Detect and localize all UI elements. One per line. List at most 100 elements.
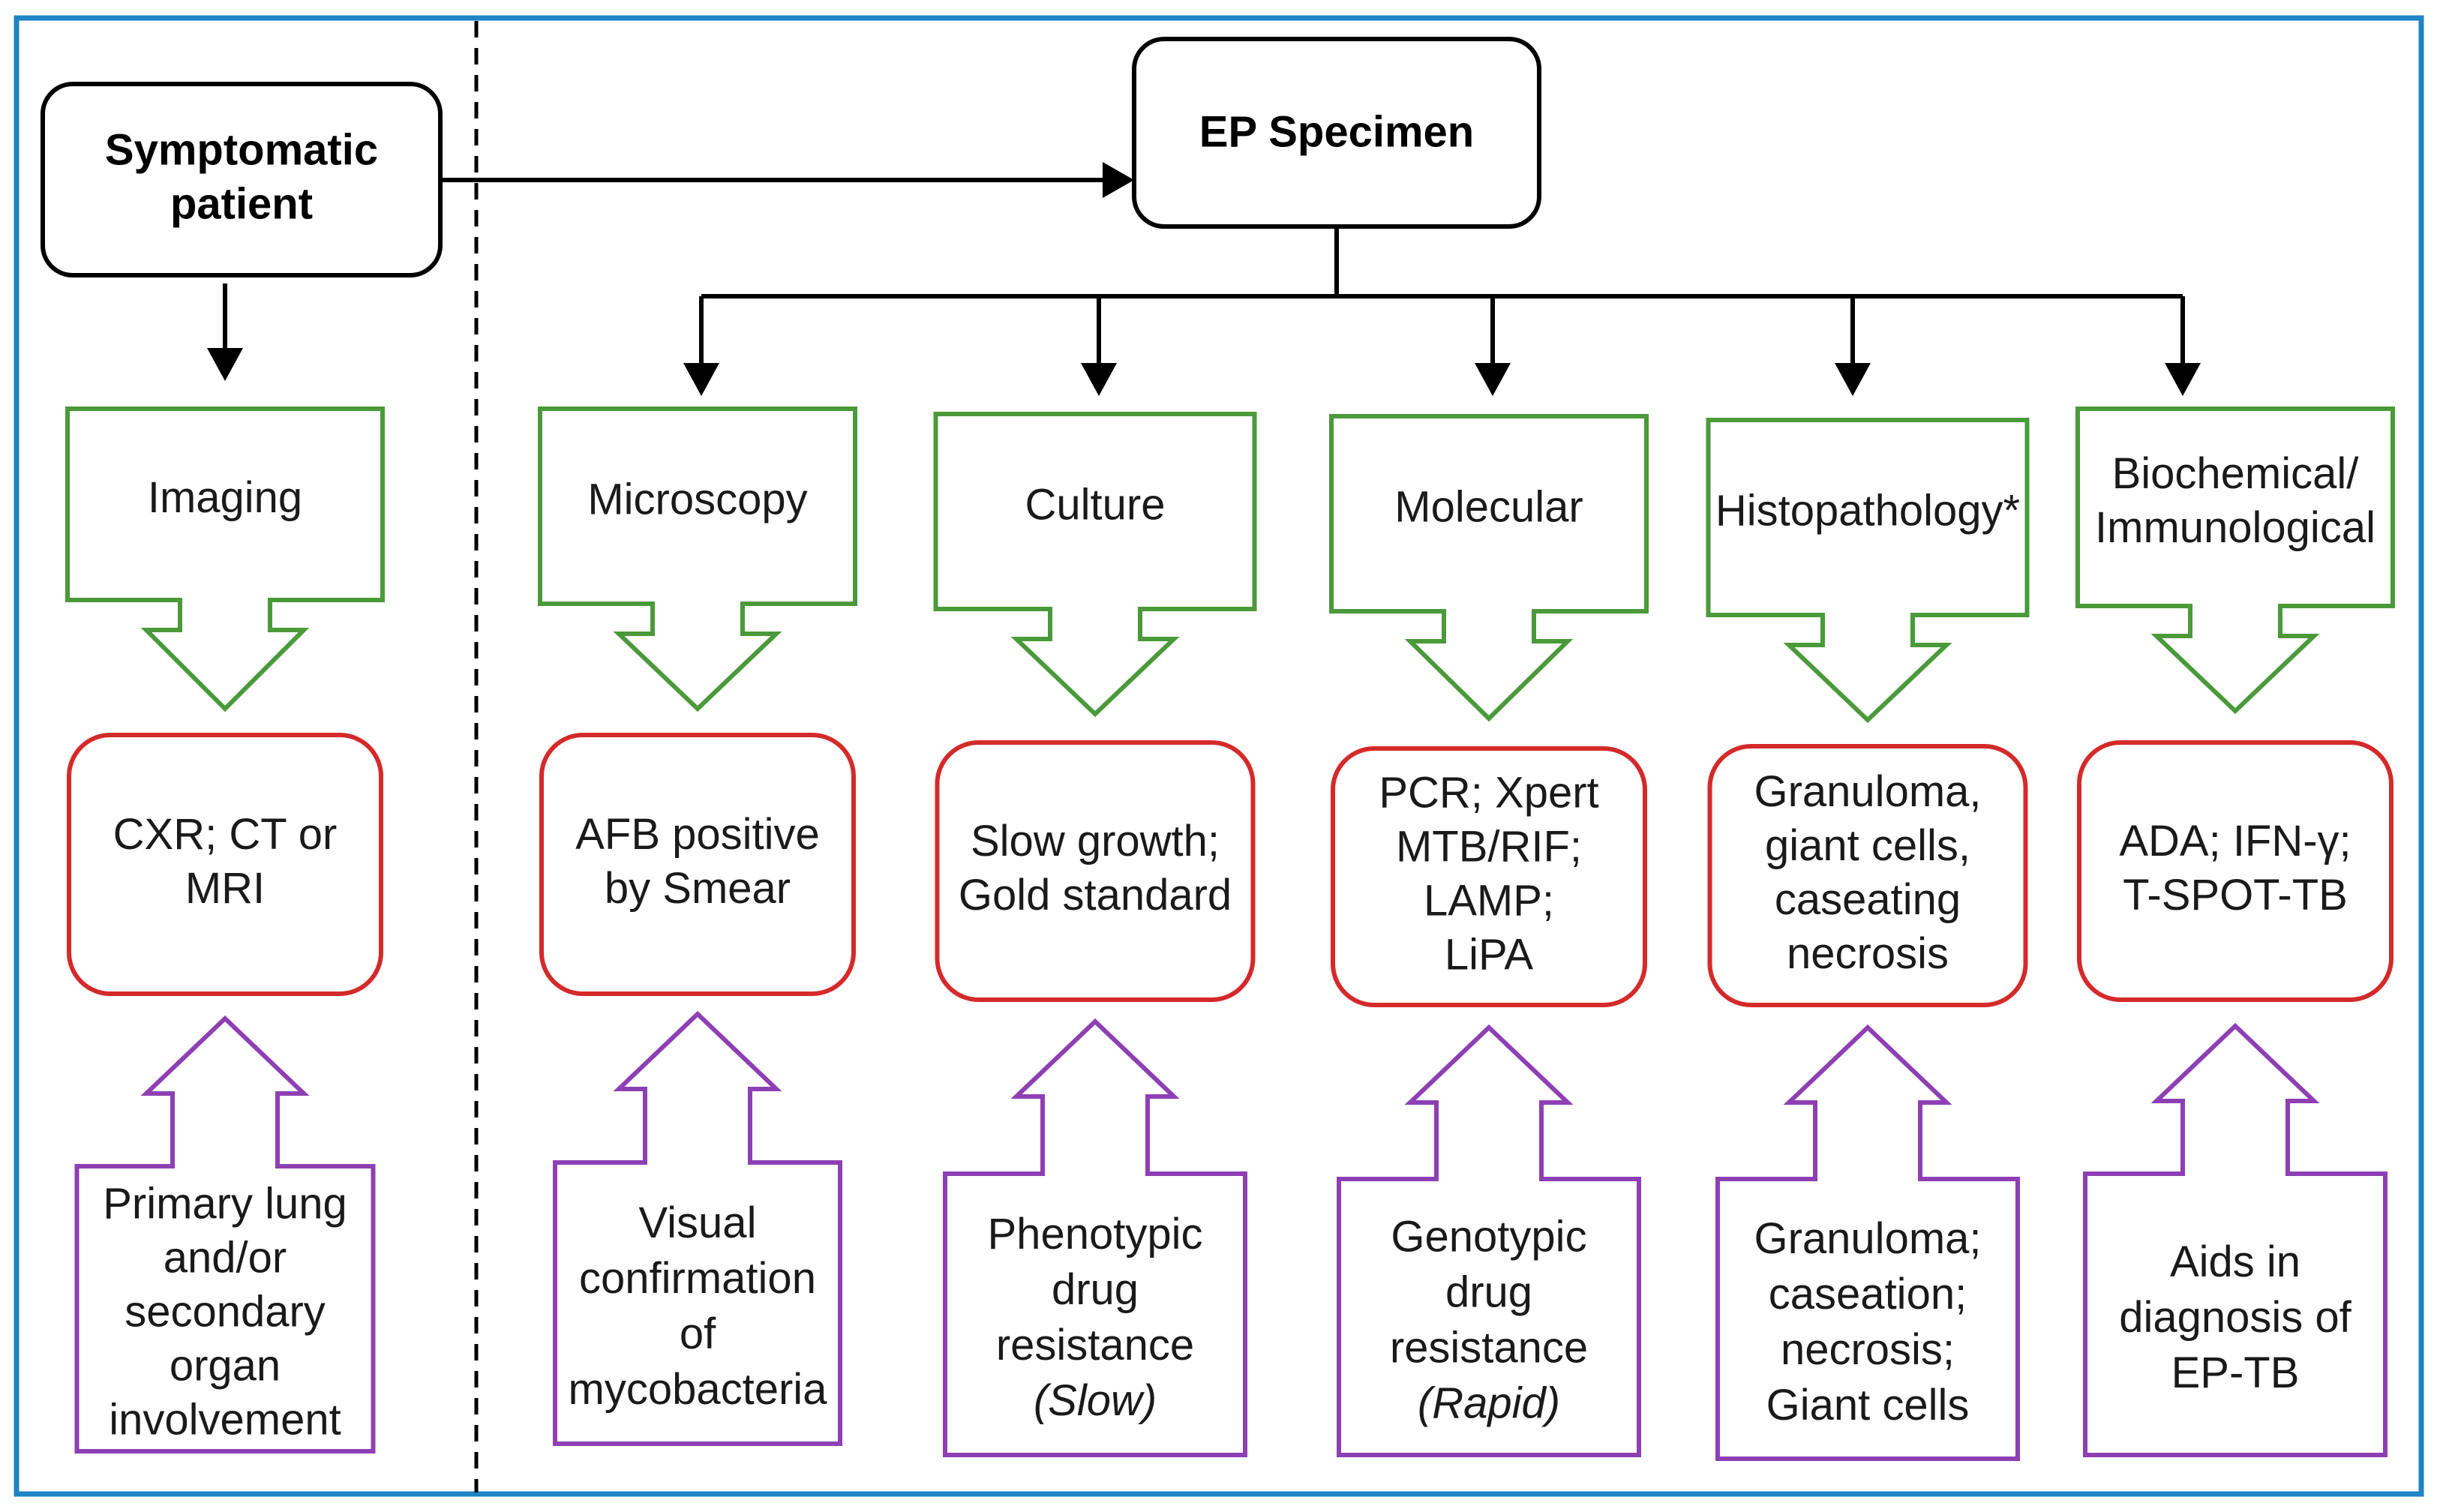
note-text-molecular-line-4: (Rapid) — [1418, 1378, 1560, 1427]
method-label-biochemical-line-1: Biochemical/ — [2112, 449, 2360, 498]
note-text-culture-line-1: Phenotypic — [988, 1210, 1203, 1258]
note-text-imaging-line-5: involvement — [109, 1395, 341, 1444]
column-histopathology: Histopathology* Granuloma, giant cells, cas… — [1706, 418, 2030, 1461]
method-callout-biochemical: Biochemical/Immunological — [2075, 406, 2395, 715]
branch-arrow-molecular-head — [1475, 363, 1511, 396]
result-text-molecular-line-1: PCR; Xpert — [1379, 768, 1598, 817]
note-callout-outline — [553, 1010, 842, 1446]
patient-to-imaging-arrow-head — [207, 348, 243, 381]
result-text-biochemical-line-1: ADA; IFN-γ; — [2119, 817, 2351, 866]
note-text-molecular-line-3: resistance — [1390, 1323, 1588, 1372]
note-text-histopathology-line-2: caseation; — [1769, 1270, 1967, 1318]
result-box-outline — [935, 740, 1256, 1002]
note-callout-outline — [2083, 1022, 2387, 1457]
note-text-imaging-line-3: secondary — [125, 1287, 326, 1336]
result-text-histopathology-line-1: Granuloma, — [1754, 767, 1981, 816]
result-text-histopathology-line-3: caseating — [1775, 875, 1961, 924]
result-box-microscopy: AFB positive by Smear — [539, 733, 856, 996]
patient-to-specimen-head — [1103, 162, 1134, 198]
note-text-histopathology-line-4: Giant cells — [1766, 1381, 1970, 1430]
note-text-microscopy-line-3: of — [680, 1310, 716, 1358]
note-callout-outline — [74, 1015, 376, 1454]
result-box-biochemical: ADA; IFN-γ; T-SPOT-TB — [2077, 740, 2393, 1002]
note-text-culture-line-3: resistance — [996, 1321, 1194, 1370]
method-callout-microscopy: Microscopy — [538, 406, 857, 712]
top-boxes: Symptomatic patient EP Specimen — [41, 37, 1541, 278]
note-text-imaging-line-2: and/or — [164, 1233, 287, 1282]
result-text-imaging-line-1: CXR; CT or — [113, 810, 338, 859]
method-callout-molecular: Molecular — [1329, 414, 1649, 722]
note-text-culture-line-4: (Slow) — [1034, 1376, 1157, 1425]
connectors — [207, 162, 2201, 396]
branch-arrow-microscopy-head — [683, 363, 719, 396]
result-text-molecular-line-4: LiPA — [1445, 930, 1534, 979]
ep-specimen-box: EP Specimen — [1132, 37, 1541, 229]
branch-arrow-culture-head — [1081, 363, 1117, 396]
method-callout-imaging: Imaging — [65, 406, 385, 712]
result-text-culture-line-2: Gold standard — [959, 871, 1232, 920]
symptomatic-patient-box: Symptomatic patient — [41, 82, 443, 278]
note-text-microscopy-line-4: mycobacteria — [569, 1365, 828, 1414]
result-box-outline — [2077, 740, 2393, 1002]
result-box-imaging: CXR; CT or MRI — [67, 733, 383, 996]
note-callout-imaging: Primary lungand/orsecondaryorganinvolvem… — [74, 1015, 376, 1454]
method-callout-histopathology: Histopathology* — [1706, 418, 2030, 724]
result-box-outline — [67, 733, 383, 996]
result-box-outline — [539, 733, 856, 996]
note-text-biochemical-line-3: EP-TB — [2171, 1348, 2300, 1397]
note-text-biochemical-line-2: diagnosis of — [2119, 1293, 2351, 1342]
result-box-outline — [1707, 744, 2028, 1007]
method-label-histopathology-line-1: Histopathology* — [1715, 486, 2020, 535]
method-label-culture-line-1: Culture — [1025, 480, 1166, 529]
result-text-molecular-line-3: LAMP; — [1424, 876, 1554, 925]
method-callout-outline — [2075, 406, 2395, 715]
result-text-biochemical-line-2: T-SPOT-TB — [2123, 871, 2348, 920]
note-text-molecular-line-2: drug — [1445, 1268, 1532, 1316]
patient-box-outline — [41, 82, 443, 278]
result-text-histopathology-line-2: giant cells, — [1765, 821, 1970, 870]
result-text-culture-line-1: Slow growth; — [971, 817, 1220, 866]
patient-box-text-line-1: Symptomatic — [105, 125, 378, 174]
result-box-outline — [1331, 746, 1647, 1007]
result-text-microscopy-line-2: by Smear — [605, 864, 791, 913]
method-callout-outline — [1329, 414, 1649, 722]
branch-arrow-biochemical-head — [2165, 363, 2201, 396]
result-box-culture: Slow growth; Gold standard — [935, 740, 1256, 1002]
note-callout-culture: Phenotypic drug resistance (Slow) — [943, 1018, 1247, 1457]
result-box-histopathology: Granuloma, giant cells, caseating necrosis — [1707, 744, 2028, 1007]
note-text-imaging-line-4: organ — [170, 1341, 281, 1390]
method-label-molecular-line-1: Molecular — [1394, 482, 1583, 531]
result-text-histopathology-line-4: necrosis — [1787, 929, 1949, 978]
method-label-imaging-line-1: Imaging — [148, 473, 302, 522]
note-text-culture-line-2: drug — [1052, 1265, 1139, 1314]
method-callout-outline — [1706, 418, 2030, 724]
specimen-box-outline — [1132, 37, 1541, 229]
method-callout-outline — [65, 406, 385, 712]
note-text-biochemical-line-1: Aids in — [2170, 1238, 2300, 1286]
note-callout-outline — [1715, 1024, 2020, 1461]
note-text-histopathology-line-1: Granuloma; — [1754, 1214, 1981, 1263]
method-label-microscopy-line-1: Microscopy — [587, 475, 807, 524]
method-callout-outline — [538, 406, 857, 712]
method-callout-outline — [933, 412, 1257, 718]
note-callout-outline — [943, 1018, 1247, 1457]
result-text-imaging-line-2: MRI — [185, 864, 265, 913]
patient-box-text-line-2: patient — [170, 179, 313, 228]
result-text-microscopy-line-1: AFB positive — [575, 810, 820, 859]
note-text-molecular-line-1: Genotypic — [1391, 1212, 1586, 1261]
note-callout-biochemical: Aids in diagnosis of EP-TB — [2083, 1022, 2387, 1457]
result-text-molecular-line-2: MTB/RIF; — [1396, 822, 1582, 871]
note-callout-molecular: Genotypic drug resistance (Rapid) — [1337, 1024, 1641, 1457]
note-text-histopathology-line-3: necrosis; — [1781, 1325, 1955, 1374]
method-label-biochemical-line-2: Immunological — [2095, 503, 2375, 552]
branch-arrow-histopathology-head — [1835, 363, 1871, 396]
note-callout-outline — [1337, 1024, 1641, 1457]
